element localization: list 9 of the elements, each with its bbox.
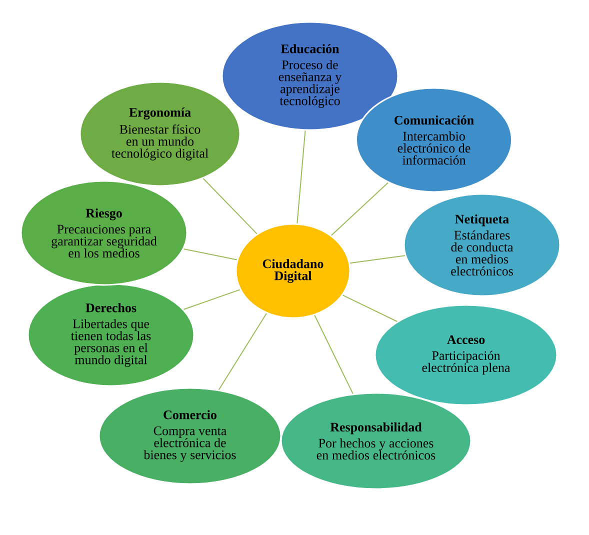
connector-line xyxy=(330,182,388,236)
connector-line xyxy=(342,294,398,322)
connector-line xyxy=(183,289,240,310)
connector-line xyxy=(314,314,354,394)
connector-line xyxy=(296,130,306,224)
connector-line xyxy=(183,248,238,260)
connector-line xyxy=(218,312,268,390)
connector-line xyxy=(202,178,258,234)
connector-line xyxy=(349,255,406,264)
